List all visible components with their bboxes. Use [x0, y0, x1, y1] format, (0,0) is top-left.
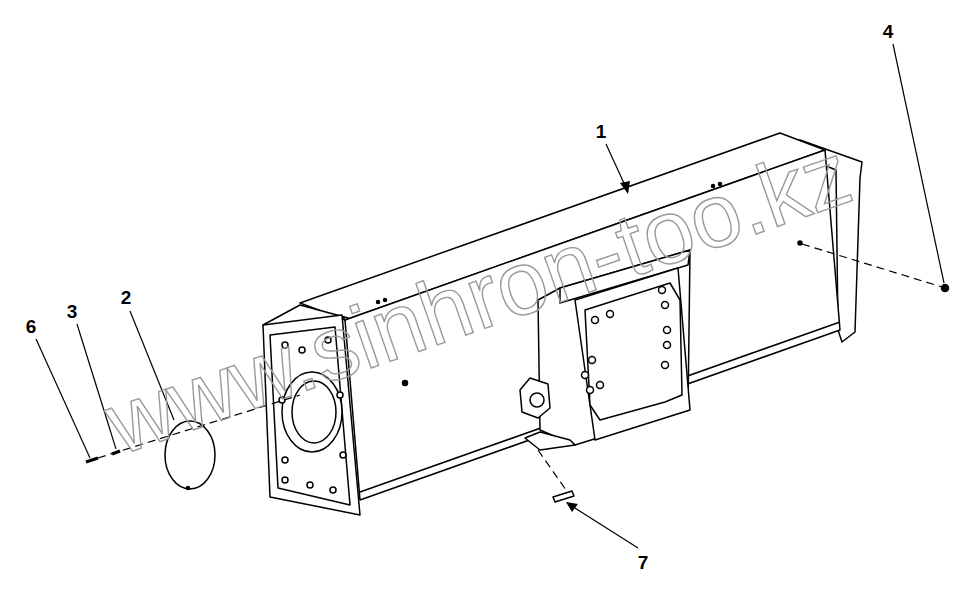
callout-number: 1 — [596, 122, 607, 141]
callout-number: 2 — [121, 288, 132, 307]
callout-number: 4 — [883, 22, 894, 41]
callout-number: 3 — [67, 302, 78, 321]
callout-number: 6 — [26, 317, 37, 336]
callout-number: 7 — [638, 553, 649, 572]
